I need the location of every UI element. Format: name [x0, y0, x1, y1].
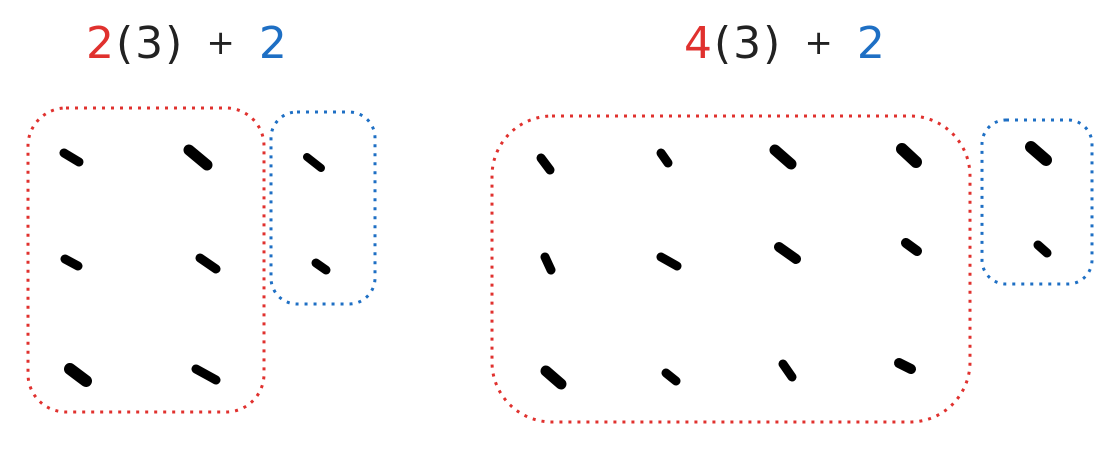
right-groups-box [490, 114, 972, 424]
right-group-dot [536, 153, 555, 175]
left-extra-dot [303, 153, 325, 172]
right-coefficient: 4 [684, 18, 714, 69]
right-extra: 2 [856, 18, 887, 69]
right-group-dot [656, 252, 682, 271]
left-group-size: (3) [116, 18, 185, 69]
right-group-dot [540, 365, 567, 390]
right-plus-sign: + [804, 23, 835, 63]
right-expression: 4(3) +2 [684, 18, 887, 69]
left-group-dot [60, 254, 83, 271]
right-group-size: (3) [714, 18, 783, 69]
right-extra-dot [1025, 141, 1052, 166]
right-group-dot [769, 144, 797, 170]
right-group-dot [778, 359, 797, 382]
left-coefficient: 2 [86, 18, 116, 69]
left-extra-dot [311, 258, 331, 275]
right-group-dot [896, 143, 922, 168]
left-extra-box [269, 110, 377, 306]
left-group-dot [183, 144, 213, 171]
left-group-dot [195, 253, 221, 274]
left-group-dot [64, 363, 92, 387]
right-group-dot [894, 358, 916, 374]
left-plus-sign: + [206, 23, 237, 63]
left-expression: 2(3)+2 [86, 18, 289, 69]
right-extra-dot [1033, 240, 1052, 258]
left-group-dot [59, 148, 84, 167]
left-extra: 2 [258, 18, 289, 69]
left-group-dot [191, 364, 221, 385]
right-group-dot [656, 148, 673, 168]
right-group-dot [774, 242, 801, 264]
right-group-dot [540, 252, 556, 275]
right-group-dot [901, 238, 922, 256]
left-groups-box [26, 106, 266, 414]
right-group-dot [661, 368, 681, 386]
